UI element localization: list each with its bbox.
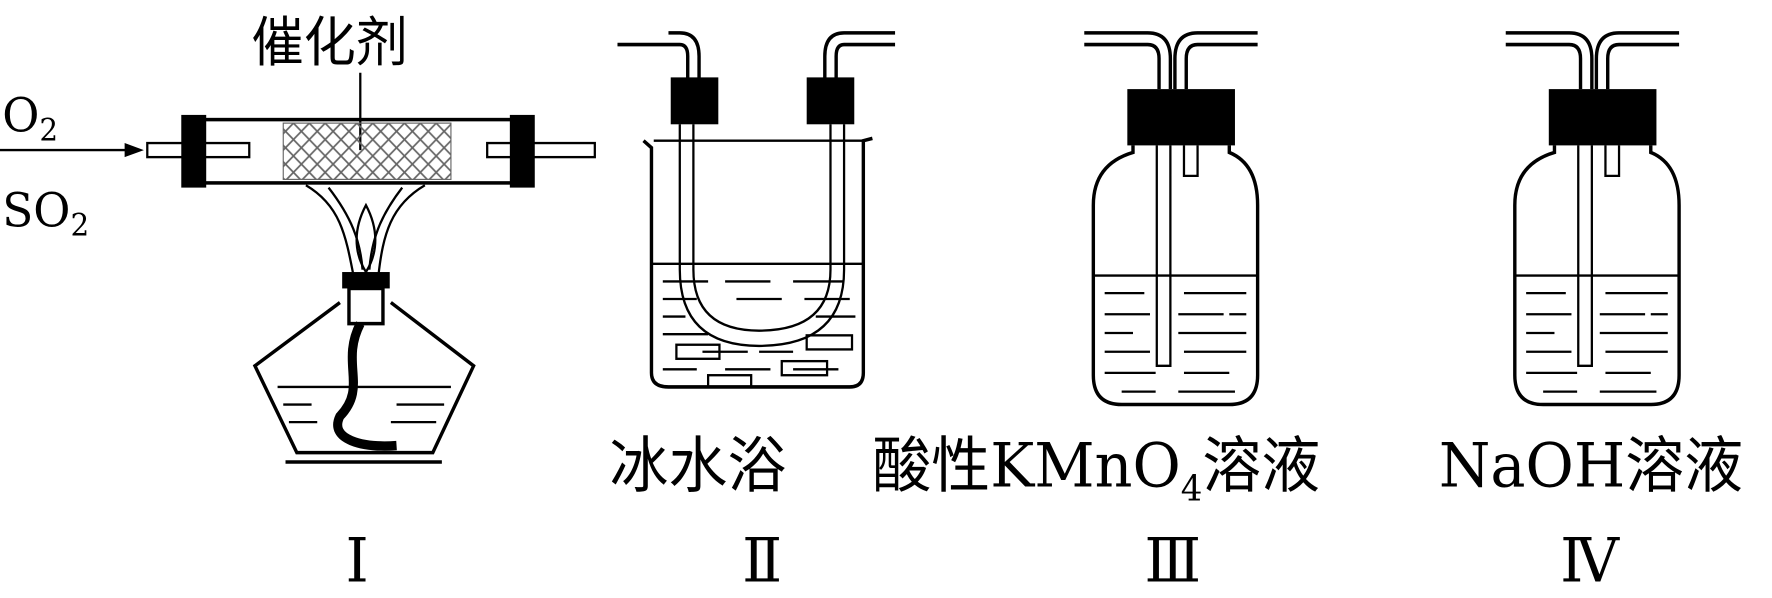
naoh-label: NaOH溶液 [1439,431,1743,502]
stopper [1548,89,1657,146]
label-numeral-4: Ⅳ [1560,526,1620,597]
label-numeral-2: Ⅱ [742,526,782,597]
gas-tubes [1577,145,1621,368]
water-lines [662,280,856,371]
lamp-neck [347,286,385,326]
inlet-tube [146,141,251,159]
flame [305,184,426,276]
solution-lines [1104,291,1247,393]
ice-cube [675,343,721,360]
solution-lines [1526,291,1668,393]
ice-bath-label: 冰水浴 [610,431,787,502]
inlet-tube-top [1505,31,1594,90]
apparatus-2-ice-bath: 冰水浴 Ⅱ [610,31,896,597]
inlet-tube-top [1084,31,1173,90]
ice-cube [805,334,854,351]
label-numeral-1: Ⅰ [346,526,369,597]
outlet-tube-top [823,31,896,80]
u-tube [678,124,846,348]
right-stopper [509,114,535,188]
kmno4-label: 酸性KMnO4溶液 [872,431,1320,510]
ice-cube [706,374,753,389]
arrow-head-icon [124,143,144,158]
gas-inlet: O2 SO2 [0,88,144,244]
gas-tubes [1155,145,1199,368]
label-numeral-3: Ⅲ [1144,526,1201,597]
outlet-tube-top [1594,31,1680,90]
inlet-tube-top [617,31,701,80]
bottle [1513,145,1681,407]
apparatus-1-reaction-tube: 催化剂 Ⅰ [146,11,596,597]
wick-holder [342,272,390,289]
left-stopper [181,114,207,188]
flame-core [355,202,377,275]
stopper-right [806,77,855,125]
catalyst-bed [282,122,452,180]
lamp-body [252,301,476,455]
catalyst-label: 催化剂 [252,11,408,74]
o2-label: O2 [2,88,58,149]
so2-label: SO2 [2,183,89,244]
alcohol-level [277,385,451,424]
stopper [1127,89,1235,146]
outlet-tube [486,141,596,159]
apparatus-4-naoh-bottle: NaOH溶液 Ⅳ [1439,31,1743,597]
beaker [642,136,873,389]
wick [333,321,397,451]
ice-cube [780,359,829,377]
outlet-tube-top [1173,31,1258,90]
bottle [1091,145,1260,407]
stopper-left [670,77,719,125]
apparatus-3-kmno4-bottle: 酸性KMnO4溶液 Ⅲ [872,31,1320,597]
